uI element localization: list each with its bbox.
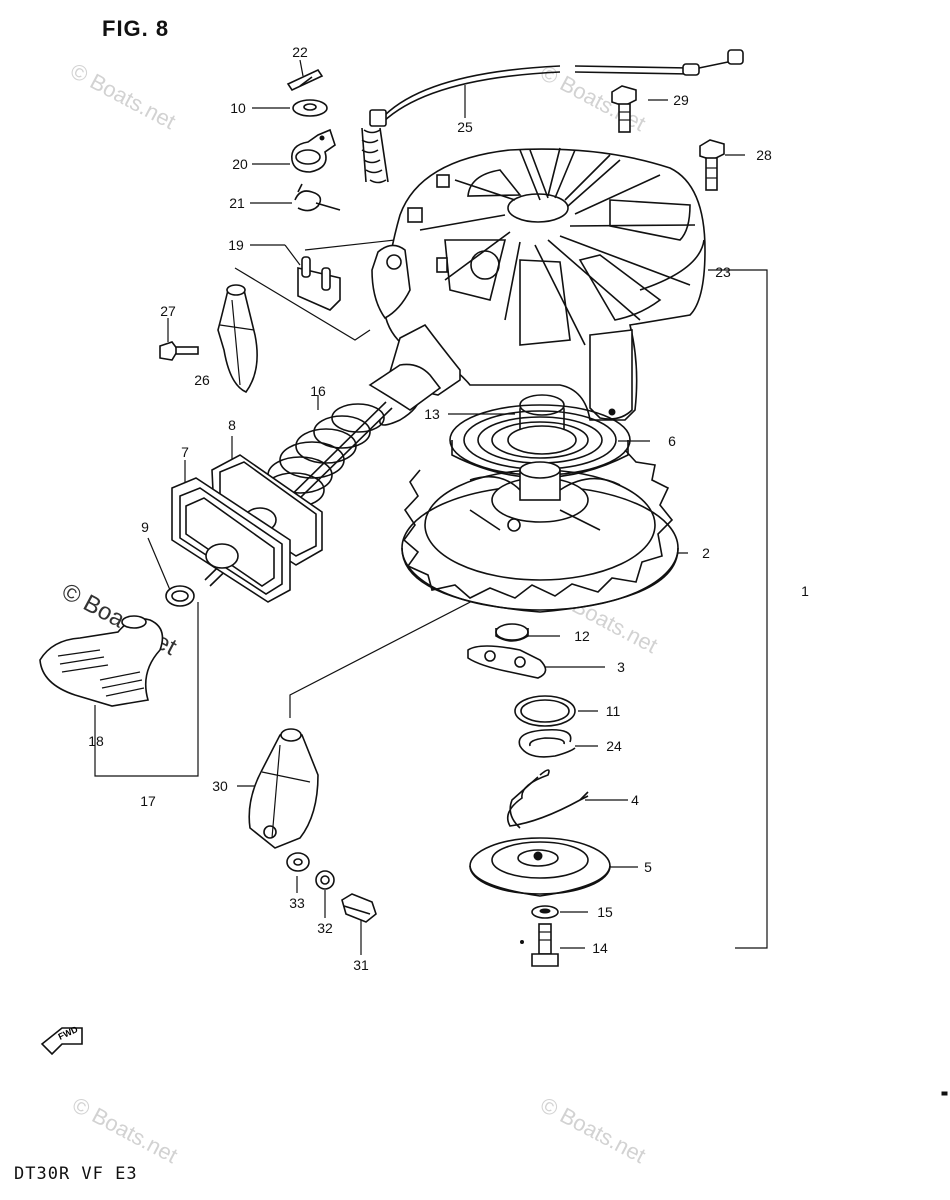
- callout-27[interactable]: 27: [160, 303, 176, 319]
- part-28-bolt[interactable]: [699, 139, 725, 191]
- callout-21[interactable]: 21: [229, 195, 245, 211]
- part-22-pin[interactable]: [286, 68, 324, 92]
- callout-26[interactable]: 26: [194, 372, 210, 388]
- callout-33[interactable]: 33: [289, 895, 305, 911]
- callout-18[interactable]: 18: [88, 733, 104, 749]
- callout-20[interactable]: 20: [232, 156, 248, 172]
- part-30-guide[interactable]: [248, 728, 319, 849]
- callout-16[interactable]: 16: [310, 383, 326, 399]
- callout-7[interactable]: 7: [181, 444, 189, 460]
- callout-12[interactable]: 12: [574, 628, 590, 644]
- callout-10[interactable]: 10: [230, 100, 246, 116]
- callout-9[interactable]: 9: [141, 519, 149, 535]
- part-12-clip[interactable]: [495, 623, 529, 642]
- callout-13[interactable]: 13: [424, 406, 440, 422]
- callout-24[interactable]: 24: [606, 738, 622, 754]
- part-14-bolt[interactable]: [531, 923, 559, 967]
- callout-1[interactable]: 1: [801, 583, 809, 599]
- callout-23[interactable]: 23: [715, 264, 731, 280]
- callout-11[interactable]: 11: [605, 703, 621, 719]
- part-27-bolt[interactable]: [159, 341, 199, 361]
- part-9-ring[interactable]: [165, 585, 195, 607]
- part-33-washer[interactable]: [286, 852, 310, 872]
- figure-title: FIG. 8: [102, 16, 170, 41]
- part-10-washer[interactable]: [292, 99, 328, 117]
- callout-31[interactable]: 31: [353, 957, 369, 973]
- callout-32[interactable]: 32: [317, 920, 333, 936]
- callout-29[interactable]: 29: [673, 92, 689, 108]
- callout-5[interactable]: 5: [644, 859, 652, 875]
- callout-14[interactable]: 14: [592, 940, 608, 956]
- part-25-cable[interactable]: [361, 49, 744, 184]
- part-18-handle[interactable]: [39, 615, 164, 707]
- callout-15[interactable]: 15: [597, 904, 613, 920]
- callout-22[interactable]: 22: [292, 44, 308, 60]
- part-23-starter-case[interactable]: [371, 147, 706, 421]
- callout-17[interactable]: 17: [140, 793, 156, 809]
- part-21-spring[interactable]: [294, 183, 341, 212]
- callout-8[interactable]: 8: [228, 417, 236, 433]
- part-24-circlip[interactable]: [518, 728, 576, 758]
- callout-3[interactable]: 3: [617, 659, 625, 675]
- callout-30[interactable]: 30: [212, 778, 228, 794]
- part-2-reel[interactable]: [401, 449, 679, 613]
- part-3-ratchet[interactable]: [467, 645, 547, 679]
- callout-28[interactable]: 28: [756, 147, 772, 163]
- callout-2[interactable]: 2: [702, 545, 710, 561]
- part-19-bracket[interactable]: [297, 256, 341, 311]
- callout-6[interactable]: 6: [668, 433, 676, 449]
- part-5-plate[interactable]: [469, 837, 611, 897]
- part-32-lockwasher[interactable]: [315, 870, 335, 890]
- part-20-cam[interactable]: [291, 128, 336, 173]
- print-mark: [520, 940, 524, 944]
- part-7-grommet[interactable]: [171, 477, 291, 603]
- part-29-bolt[interactable]: [611, 85, 637, 133]
- part-4-spring[interactable]: [506, 769, 589, 829]
- part-31-bolt[interactable]: [341, 893, 377, 923]
- callout-4[interactable]: 4: [631, 792, 639, 808]
- part-26-guide[interactable]: [217, 284, 258, 393]
- model-code: DT30R VF E3: [14, 1164, 138, 1184]
- callout-19[interactable]: 19: [228, 237, 244, 253]
- forward-arrow-icon: FWD: [40, 1024, 83, 1056]
- print-mark: [941, 1091, 948, 1096]
- part-16-spring[interactable]: [263, 363, 442, 508]
- part-15-washer[interactable]: [531, 905, 559, 919]
- leader-lines: [94, 59, 768, 955]
- part-11-ring[interactable]: [514, 695, 576, 727]
- callout-25[interactable]: 25: [457, 119, 473, 135]
